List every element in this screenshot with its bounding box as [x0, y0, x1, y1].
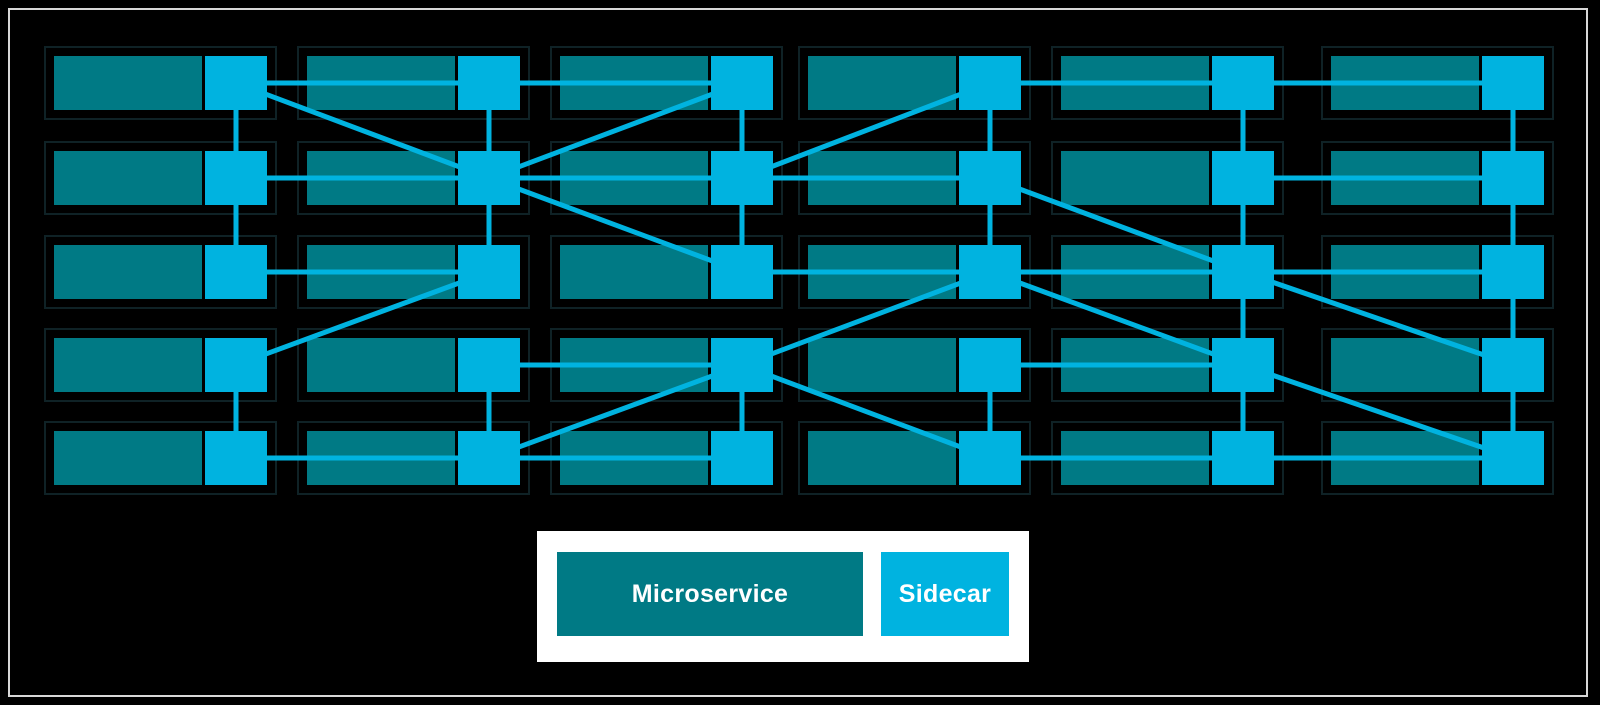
- sidecar-block: [458, 431, 520, 485]
- cell-outline: [44, 328, 277, 402]
- sidecar-block: [205, 56, 267, 110]
- sidecar-block: [1482, 56, 1544, 110]
- legend-sidecar: Sidecar: [881, 552, 1009, 636]
- connection-line: [488, 80, 743, 181]
- sidecar-block: [1212, 431, 1274, 485]
- connection-line: [989, 269, 1244, 368]
- sidecar-block: [959, 245, 1021, 299]
- connection-line: [741, 269, 991, 368]
- sidecar-block: [205, 338, 267, 392]
- microservice-block: [560, 245, 708, 299]
- sidecar-block: [959, 338, 1021, 392]
- connection-line: [488, 362, 743, 461]
- sidecar-block: [711, 56, 773, 110]
- connection-line: [989, 175, 1244, 275]
- sidecar-block: [205, 431, 267, 485]
- connection-line: [488, 175, 743, 275]
- sidecar-block: [1482, 338, 1544, 392]
- sidecar-block: [711, 245, 773, 299]
- microservice-block: [808, 338, 956, 392]
- legend-microservice-label: Microservice: [631, 579, 789, 608]
- sidecar-block: [1212, 56, 1274, 110]
- sidecar-block: [458, 151, 520, 205]
- connection-line: [741, 362, 991, 461]
- sidecar-block: [711, 151, 773, 205]
- diagram-frame: [8, 8, 1588, 697]
- sidecar-block: [711, 431, 773, 485]
- microservice-block: [808, 56, 956, 110]
- cell-outline: [1321, 328, 1554, 402]
- microservice-block: [54, 431, 202, 485]
- connection-line: [741, 80, 991, 181]
- legend: Microservice Sidecar: [537, 531, 1029, 662]
- sidecar-block: [1482, 431, 1544, 485]
- legend-sidecar-label: Sidecar: [898, 579, 992, 608]
- microservice-block: [54, 151, 202, 205]
- sidecar-block: [959, 151, 1021, 205]
- sidecar-block: [458, 56, 520, 110]
- sidecar-block: [205, 151, 267, 205]
- sidecar-block: [1212, 338, 1274, 392]
- sidecar-block: [1212, 151, 1274, 205]
- sidecars-layer: [205, 56, 1544, 485]
- sidecar-block: [458, 245, 520, 299]
- microservice-block: [54, 338, 202, 392]
- connection-line: [235, 80, 490, 181]
- legend-microservice: Microservice: [557, 552, 863, 636]
- microservice-block: [307, 338, 455, 392]
- sidecar-block: [959, 431, 1021, 485]
- microservice-block: [54, 56, 202, 110]
- connection-line: [235, 269, 490, 368]
- microservice-block: [808, 431, 956, 485]
- microservice-block: [54, 245, 202, 299]
- connection-line: [1242, 269, 1514, 368]
- microservice-block: [1061, 151, 1209, 205]
- sidecar-block: [959, 56, 1021, 110]
- sidecar-block: [458, 338, 520, 392]
- sidecar-block: [1482, 245, 1544, 299]
- sidecar-block: [1482, 151, 1544, 205]
- sidecar-block: [205, 245, 267, 299]
- sidecar-block: [1212, 245, 1274, 299]
- sidecar-block: [711, 338, 773, 392]
- connection-line: [1242, 362, 1514, 461]
